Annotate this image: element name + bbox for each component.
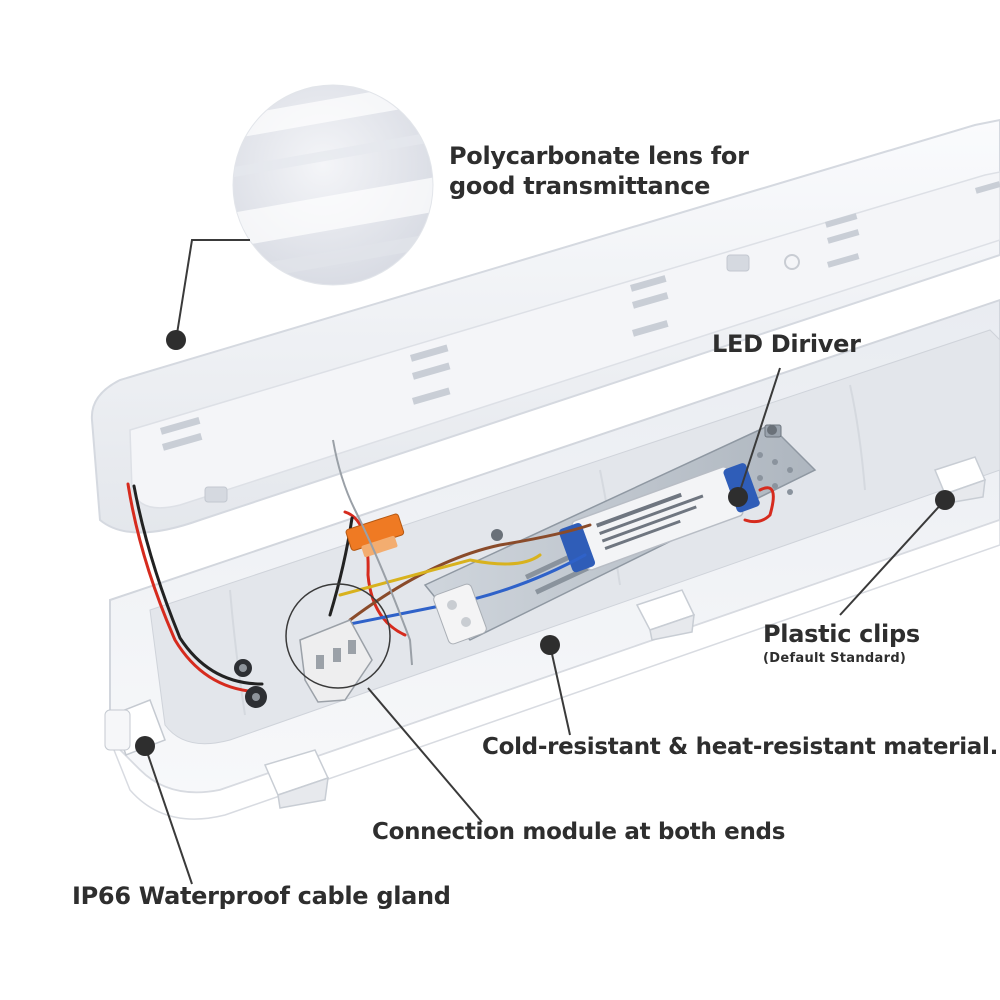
lid-mount-hole — [726, 254, 750, 272]
gland-callout: IP66 Waterproof cable gland — [72, 882, 451, 910]
lens-detail-circle — [232, 84, 434, 286]
earth-screws — [234, 425, 777, 708]
leader-dots — [135, 330, 955, 756]
lens-callout: Polycarbonate lens for good transmittanc… — [449, 141, 749, 201]
terminal-strip — [433, 583, 487, 645]
plastic-clips — [263, 456, 987, 809]
lens-callout-line2: good transmittance — [449, 172, 711, 200]
leader-lines — [144, 239, 946, 885]
hanging-wire — [332, 439, 413, 666]
connection-module-circle — [285, 583, 391, 689]
clips-callout: Plastic clips (Default Standard) — [763, 619, 920, 667]
lens-callout-line1: Polycarbonate lens for — [449, 142, 749, 170]
led-driver — [559, 463, 760, 573]
lever-connector — [345, 513, 405, 558]
clips-callout-label: Plastic clips — [763, 620, 920, 648]
module-callout: Connection module at both ends — [372, 819, 786, 845]
clips-callout-sub: (Default Standard) — [763, 651, 907, 666]
lid-vent-slots — [159, 181, 1000, 451]
material-callout: Cold-resistant & heat-resistant material… — [482, 734, 999, 760]
terminal-block — [299, 619, 373, 703]
driver-callout: LED Diriver — [712, 330, 861, 358]
lid-inner-panel — [129, 171, 1000, 509]
base-rim — [109, 519, 1000, 820]
